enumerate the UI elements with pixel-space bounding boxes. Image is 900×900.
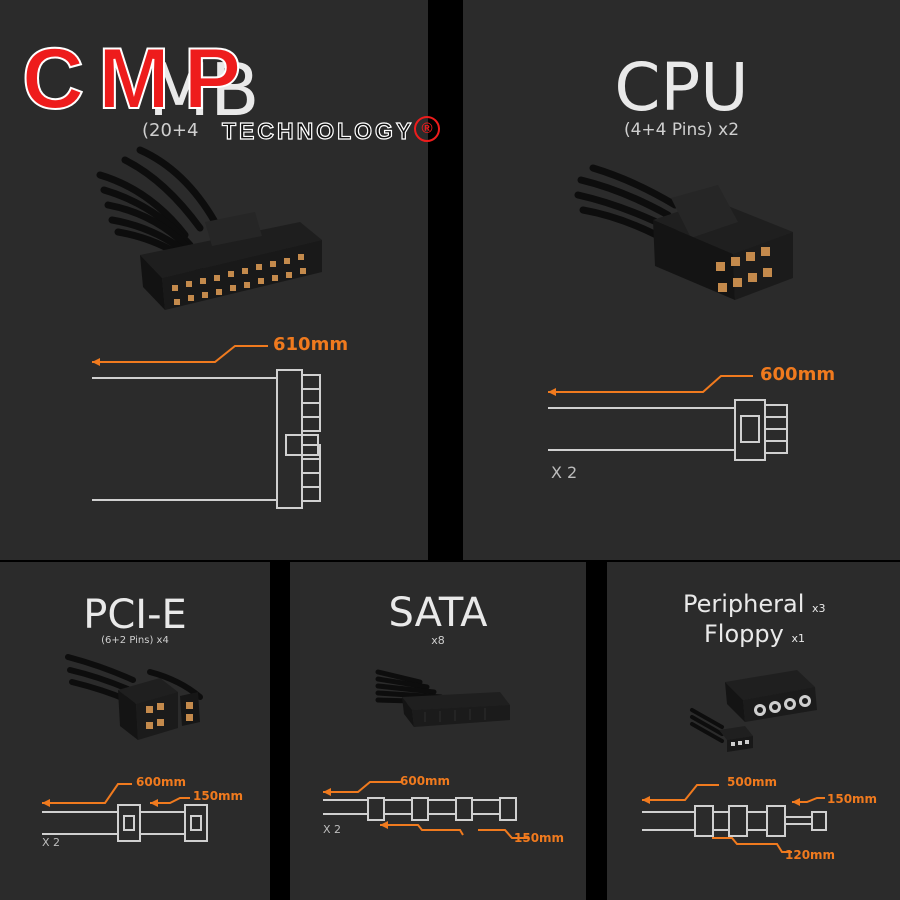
sata-length-2: 150mm: [514, 831, 565, 845]
sata-count: X 2: [323, 823, 342, 836]
pcie-dimension-lines: [42, 783, 190, 804]
mb-title: MB: [148, 48, 260, 132]
sata-pins-label: x8: [431, 634, 445, 647]
mb-connector-top: [140, 222, 322, 278]
pcie-count: X 2: [42, 836, 61, 849]
cpu-title: CPU: [614, 49, 749, 126]
mb-pins: [172, 254, 306, 305]
floppy-cables: [690, 708, 724, 743]
mb-schematic: [92, 369, 321, 509]
mb-illustration: [92, 146, 322, 509]
mb-length: 610mm: [273, 334, 349, 355]
brand-logo: CMP ® TECHNOLOGY: [21, 31, 462, 146]
cpu-pins: [716, 247, 772, 292]
peripheral-illustration: [642, 670, 827, 853]
pcie-pins: [146, 702, 193, 729]
sata-length-1: 600mm: [400, 774, 451, 788]
peripheral-label: Peripheral: [683, 590, 805, 618]
sata-title: SATA: [388, 590, 488, 636]
floppy-qty: x1: [791, 632, 805, 645]
cpu-schematic: [548, 399, 788, 461]
sata-schematic: [323, 797, 517, 821]
pcie-illustration: [42, 654, 208, 842]
panel-pcie: PCI-E (6+2 Pins) x4 600mm 150mm X 2: [0, 562, 270, 900]
cpu-pins-label: (4+4 Pins) x2: [623, 120, 740, 140]
pcie-length-1: 600mm: [136, 775, 187, 789]
sata-dimension-lines: [323, 781, 528, 839]
panel-cpu: CPU (4+4 Pins) x2 600mm X 2: [463, 0, 900, 560]
cpu-length: 600mm: [760, 364, 836, 385]
registered-mark: ®: [414, 116, 440, 142]
sata-illustration: [323, 669, 528, 839]
peripheral-length-3: 120mm: [785, 848, 836, 862]
panel-mb: MB (20+4 610mm: [0, 0, 428, 560]
mb-pins-label: (20+4: [142, 120, 199, 141]
peripheral-dimension-lines: [642, 784, 825, 853]
brand-logo-subtitle: TECHNOLOGY: [221, 117, 415, 144]
pcie-schematic: [42, 804, 208, 842]
cpu-illustration: [548, 164, 793, 461]
peripheral-title: Peripheral x3: [683, 590, 826, 623]
pcie-length-2: 150mm: [193, 789, 244, 803]
cpu-dimension-line: [548, 375, 753, 393]
peripheral-qty: x3: [812, 602, 826, 615]
cpu-count: X 2: [551, 463, 578, 482]
pcie-title: PCI-E: [83, 592, 187, 638]
panel-sata: SATA x8 600mm 150mm X 2: [290, 562, 586, 900]
peripheral-length-2: 150mm: [827, 792, 878, 806]
peripheral-length-1: 500mm: [727, 775, 778, 789]
pcie-pins-label: (6+2 Pins) x4: [101, 635, 169, 646]
floppy-label: Floppy: [704, 620, 784, 648]
brand-logo-text: CMP: [21, 31, 256, 127]
mb-cables: [96, 146, 219, 274]
floppy-title: Floppy x1: [704, 620, 805, 653]
peripheral-schematic: [642, 805, 827, 837]
panel-peripheral: Peripheral x3 Floppy x1 500mm 150mm 120m…: [607, 562, 900, 900]
mb-dimension-line: [92, 345, 268, 363]
